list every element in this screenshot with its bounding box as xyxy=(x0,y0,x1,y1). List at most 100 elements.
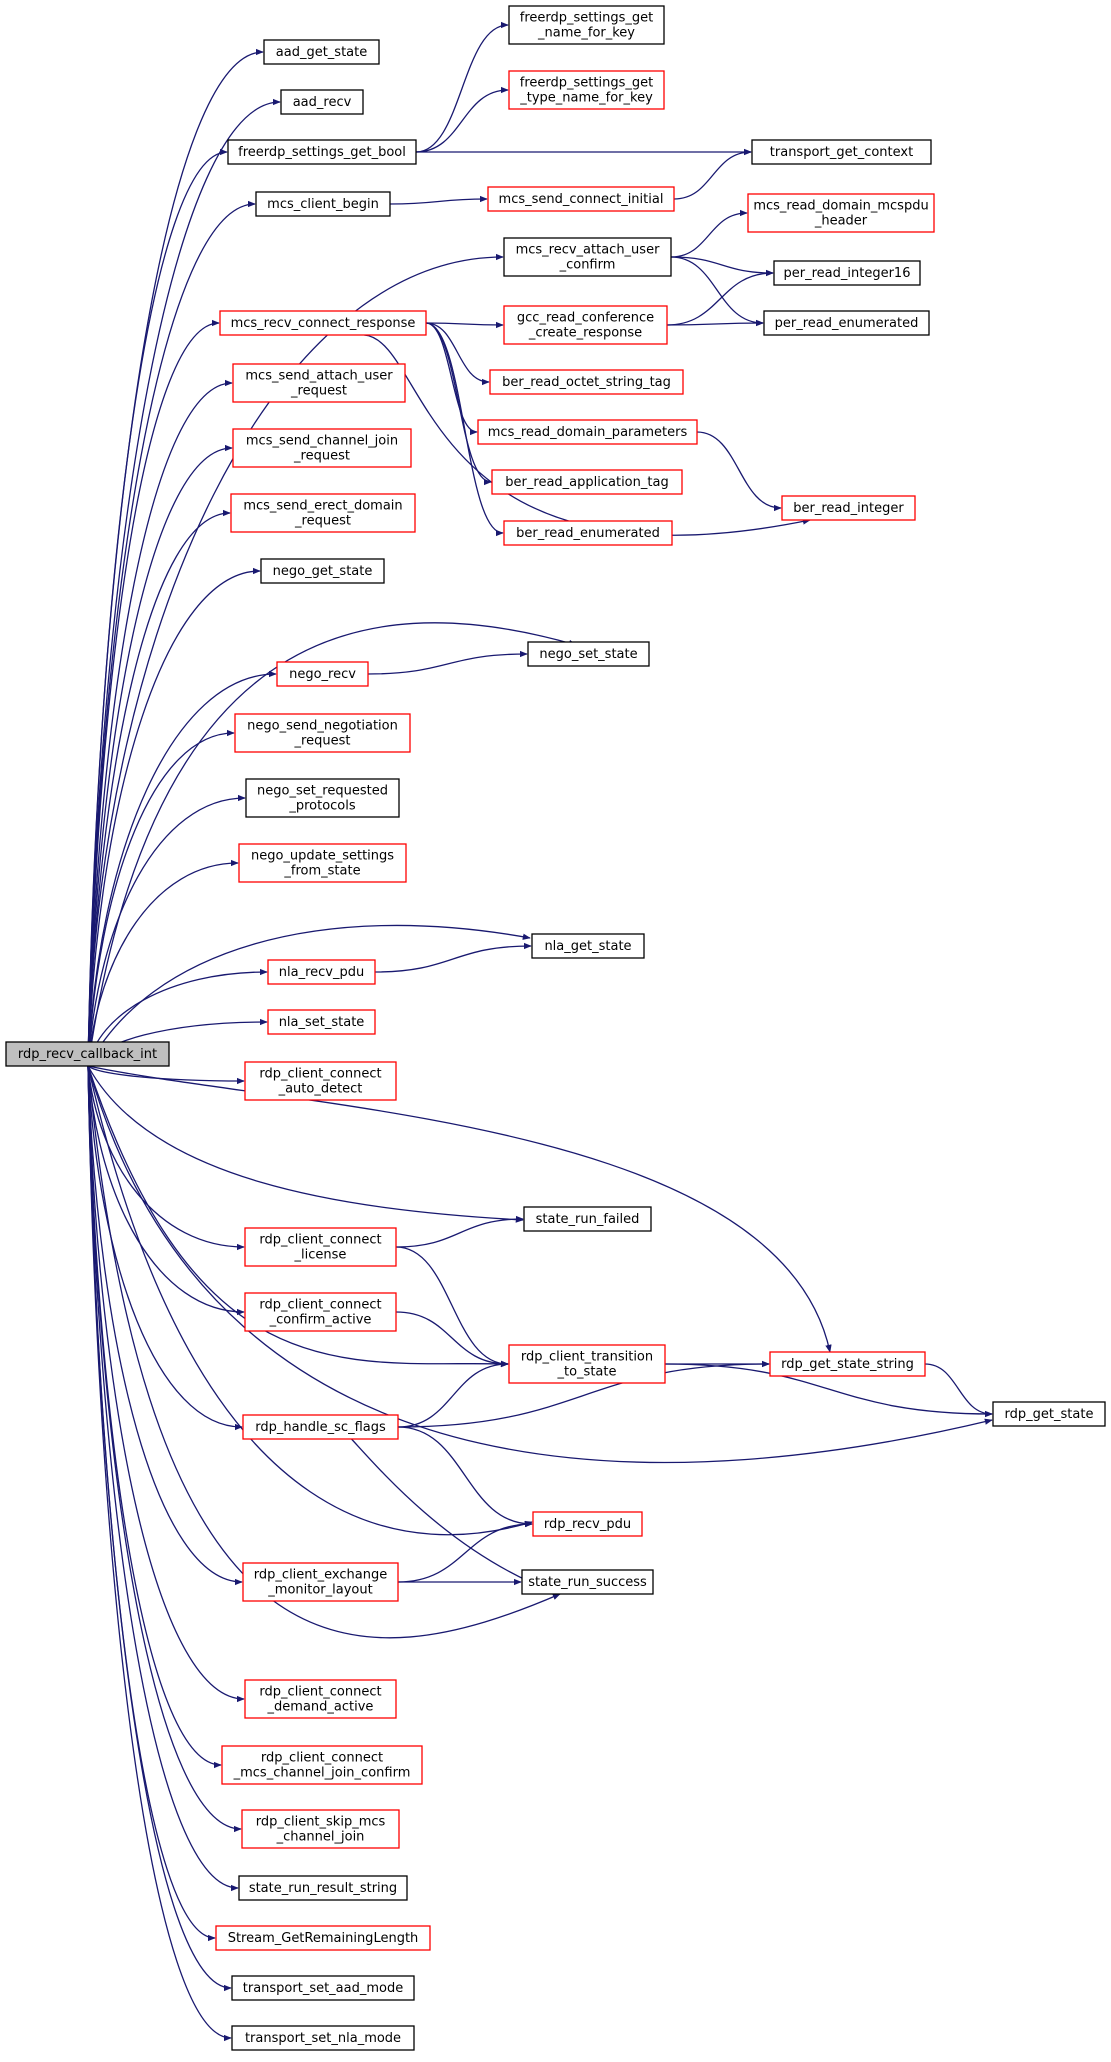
node-label: mcs_send_connect_initial xyxy=(499,192,664,207)
node-box xyxy=(219,310,427,336)
node-box xyxy=(238,1875,408,1901)
node-rdp-get-state-string[interactable]: rdp_get_state_string xyxy=(769,1351,926,1377)
node-freerdp-settings-get-bool[interactable]: freerdp_settings_get_bool xyxy=(227,139,417,165)
node-mcs-read-domain-parameters[interactable]: mcs_read_domain_parameters xyxy=(477,419,698,445)
node-nego-recv[interactable]: nego_recv xyxy=(276,661,369,687)
node-rdp-client-transition-to-state[interactable]: rdp_client_transition_to_state xyxy=(508,1344,666,1384)
node-box xyxy=(230,493,416,533)
node-label: _confirm xyxy=(559,258,616,273)
node-label: nego_set_state xyxy=(539,647,637,662)
edge-root-to-mcs-recv-connect-response xyxy=(87,319,220,1067)
edge-root-to-rdp-handle-sc-flags xyxy=(87,1065,243,1431)
node-box xyxy=(242,1414,399,1440)
node-box xyxy=(992,1401,1106,1427)
node-rdp-client-connect-demand-active[interactable]: rdp_client_connect_demand_active xyxy=(244,1679,397,1719)
edge-freerdp-settings-get-bool-to-freerdp-settings-get-type-name-for-key xyxy=(415,86,509,153)
node-mcs-read-domain-mcspdu-header[interactable]: mcs_read_domain_mcspdu_header xyxy=(747,193,935,233)
node-state-run-success[interactable]: state_run_success xyxy=(521,1569,654,1595)
node-transport-set-aad-mode[interactable]: transport_set_aad_mode xyxy=(231,1975,415,2001)
node-nla-set-state[interactable]: nla_set_state xyxy=(267,1009,376,1035)
node-mcs-send-erect-domain-request[interactable]: mcs_send_erect_domain_request xyxy=(230,493,416,533)
node-box xyxy=(491,469,683,495)
node-box xyxy=(503,305,668,345)
node-rdp-client-connect-mcs-channel-join-confirm[interactable]: rdp_client_connect_mcs_channel_join_conf… xyxy=(221,1745,423,1785)
node-nla-recv-pdu[interactable]: nla_recv_pdu xyxy=(267,959,376,985)
node-box xyxy=(781,495,916,521)
edge-gcc-read-conference-create-response-to-per-read-integer16 xyxy=(666,269,774,326)
node-mcs-recv-attach-user-confirm[interactable]: mcs_recv_attach_user_confirm xyxy=(503,237,672,277)
node-per-read-integer16[interactable]: per_read_integer16 xyxy=(773,260,921,286)
edge-root-to-state-run-result-string xyxy=(87,1065,239,1892)
node-transport-set-nla-mode[interactable]: transport_set_nla_mode xyxy=(231,2025,415,2051)
node-state-run-result-string[interactable]: state_run_result_string xyxy=(238,1875,408,1901)
node-nego-send-negotiation-request[interactable]: nego_send_negotiation_request xyxy=(234,713,411,753)
edge-rdp-handle-sc-flags-to-state-run-success xyxy=(351,1438,531,1583)
node-label: nego_get_state xyxy=(273,564,373,579)
node-label: ber_read_enumerated xyxy=(516,526,660,541)
edge-mcs-recv-connect-response-to-ber-read-application-tag xyxy=(425,322,492,486)
edge-root-to-rdp-recv-pdu xyxy=(87,1065,533,1536)
node-state-run-failed[interactable]: state_run_failed xyxy=(523,1206,652,1232)
node-stream-getremaininglength[interactable]: Stream_GetRemainingLength xyxy=(215,1925,431,1951)
node-transport-get-context[interactable]: transport_get_context xyxy=(751,139,932,165)
node-box xyxy=(5,1041,170,1067)
node-nego-get-state[interactable]: nego_get_state xyxy=(260,558,385,584)
node-freerdp-settings-get-name-for-key[interactable]: freerdp_settings_get_name_for_key xyxy=(508,5,665,45)
node-box xyxy=(231,1975,415,2001)
node-mcs-send-attach-user-request[interactable]: mcs_send_attach_user_request xyxy=(232,363,406,403)
edge-rdp-client-connect-license-to-rdp-client-transition-to-state xyxy=(395,1246,509,1368)
node-label: nego_set_requested xyxy=(257,784,388,799)
node-label: Stream_GetRemainingLength xyxy=(228,1931,419,1946)
node-nego-set-requested-protocols[interactable]: nego_set_requested_protocols xyxy=(245,778,400,818)
node-mcs-send-connect-initial[interactable]: mcs_send_connect_initial xyxy=(487,186,675,212)
node-rdp-client-exchange-monitor-layout[interactable]: rdp_client_exchange_monitor_layout xyxy=(242,1562,399,1602)
node-box xyxy=(477,419,698,445)
node-rdp-client-connect-confirm-active[interactable]: rdp_client_connect_confirm_active xyxy=(244,1292,397,1332)
node-rdp-recv-pdu[interactable]: rdp_recv_pdu xyxy=(532,1511,643,1537)
node-box xyxy=(255,191,391,217)
node-nego-update-settings-from-state[interactable]: nego_update_settings_from_state xyxy=(238,843,407,883)
edge-root-to-nego-set-requested-protocols xyxy=(87,794,246,1067)
edge-root-to-state-run-success xyxy=(87,1065,561,1639)
node-label: _auto_detect xyxy=(278,1082,363,1097)
node-mcs-client-begin[interactable]: mcs_client_begin xyxy=(255,191,391,217)
node-root[interactable]: rdp_recv_callback_int xyxy=(5,1041,170,1067)
node-label: mcs_send_channel_join xyxy=(246,434,398,449)
node-box xyxy=(215,1925,431,1951)
node-ber-read-octet-string-tag[interactable]: ber_read_octet_string_tag xyxy=(489,369,684,395)
node-freerdp-settings-get-type-name-for-key[interactable]: freerdp_settings_get_type_name_for_key xyxy=(508,70,665,110)
node-rdp-get-state[interactable]: rdp_get_state xyxy=(992,1401,1106,1427)
edge-root-to-nego-get-state xyxy=(87,567,261,1067)
node-label: transport_set_aad_mode xyxy=(243,1981,404,1996)
node-per-read-enumerated[interactable]: per_read_enumerated xyxy=(763,310,930,336)
node-rdp-handle-sc-flags[interactable]: rdp_handle_sc_flags xyxy=(242,1414,399,1440)
node-ber-read-enumerated[interactable]: ber_read_enumerated xyxy=(503,520,673,546)
edge-rdp-client-connect-confirm-active-to-rdp-client-transition-to-state xyxy=(395,1311,509,1368)
node-label: _header xyxy=(814,214,868,229)
node-label: _license xyxy=(294,1248,347,1263)
node-label: _monitor_layout xyxy=(267,1583,372,1598)
edge-nego-recv-to-nego-set-state xyxy=(367,650,528,675)
node-rdp-client-skip-mcs-channel-join[interactable]: rdp_client_skip_mcs_channel_join xyxy=(241,1809,400,1849)
node-mcs-send-channel-join-request[interactable]: mcs_send_channel_join_request xyxy=(232,428,412,468)
node-aad-recv[interactable]: aad_recv xyxy=(280,89,364,115)
node-box xyxy=(238,843,407,883)
node-mcs-recv-connect-response[interactable]: mcs_recv_connect_response xyxy=(219,310,427,336)
edge-freerdp-settings-get-bool-to-freerdp-settings-get-name-for-key xyxy=(415,21,509,153)
node-ber-read-application-tag[interactable]: ber_read_application_tag xyxy=(491,469,683,495)
node-box xyxy=(244,1227,397,1267)
node-label: _to_state xyxy=(557,1365,617,1380)
node-rdp-client-connect-license[interactable]: rdp_client_connect_license xyxy=(244,1227,397,1267)
node-nla-get-state[interactable]: nla_get_state xyxy=(531,933,645,959)
node-ber-read-integer[interactable]: ber_read_integer xyxy=(781,495,916,521)
node-box xyxy=(769,1351,926,1377)
edge-root-to-nego-recv xyxy=(87,670,277,1067)
node-label: rdp_handle_sc_flags xyxy=(255,1420,386,1435)
node-gcc-read-conference-create-response[interactable]: gcc_read_conference_create_response xyxy=(503,305,668,345)
node-nego-set-state[interactable]: nego_set_state xyxy=(527,641,650,667)
node-aad-get-state[interactable]: aad_get_state xyxy=(263,39,380,65)
node-rdp-client-connect-auto-detect[interactable]: rdp_client_connect_auto_detect xyxy=(244,1061,397,1101)
node-box xyxy=(521,1569,654,1595)
node-label: rdp_client_skip_mcs xyxy=(256,1815,386,1830)
